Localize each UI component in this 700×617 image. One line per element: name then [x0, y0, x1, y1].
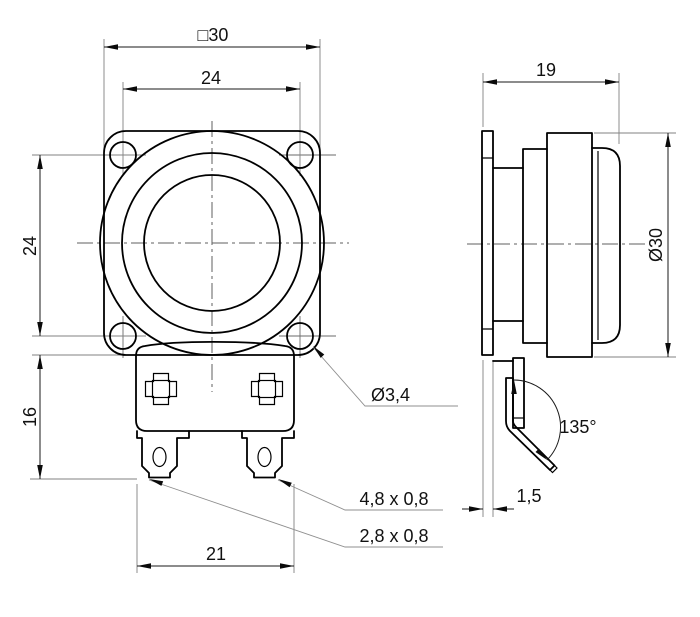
dim-body-diameter-label: Ø30 [646, 228, 666, 262]
dim-terminal-bend-angle-label: 135° [559, 417, 596, 437]
speaker-outer-rim [99, 130, 325, 356]
label-terminal-large: 4,8 x 0,8 [359, 489, 428, 509]
speaker-surround [121, 152, 303, 334]
terminal-tab-right [241, 430, 295, 479]
dim-terminal-span-label: 21 [206, 544, 226, 564]
terminal-tab-left [136, 430, 190, 479]
dim-overall-square-label: □30 [198, 25, 229, 45]
flange-corner-tangents [482, 157, 493, 330]
dim-depth-label: 19 [536, 60, 556, 80]
mounting-hole-bottom-right [286, 322, 314, 350]
dimension-lines [39, 46, 669, 567]
bracket-cross-cutout-left [144, 372, 178, 406]
front-view [99, 130, 325, 479]
dimension-labels: □30 24 24 16 21 Ø3,4 4,8 x 0,8 2,8 x 0,8… [20, 25, 666, 564]
label-mounting-hole-diameter: Ø3,4 [371, 385, 410, 405]
speaker-body [546, 132, 593, 358]
mounting-hole-top-left [109, 141, 137, 169]
dim-hole-pitch-horizontal-label: 24 [201, 68, 221, 88]
speaker-cone [143, 174, 281, 312]
flange-side-profile [481, 130, 494, 356]
label-terminal-small: 2,8 x 0,8 [359, 526, 428, 546]
mounting-hole-bottom-left [109, 322, 137, 350]
basket-step-large [522, 148, 548, 344]
extension-lines [30, 39, 676, 573]
dimension-arrowheads [37, 44, 671, 569]
bracket-cross-cutout-right [250, 372, 284, 406]
dim-flange-thickness-label: 1,5 [516, 486, 541, 506]
center-lines [77, 121, 650, 392]
terminal-bent-side [505, 377, 558, 474]
side-view [481, 130, 621, 474]
mounting-hole-top-right [286, 141, 314, 169]
rear-dome [591, 147, 621, 344]
dim-hole-pitch-vertical-label: 24 [20, 236, 40, 256]
terminal-bracket [135, 340, 295, 432]
dim-bracket-drop-label: 16 [20, 407, 40, 427]
basket-step-small [492, 167, 524, 322]
